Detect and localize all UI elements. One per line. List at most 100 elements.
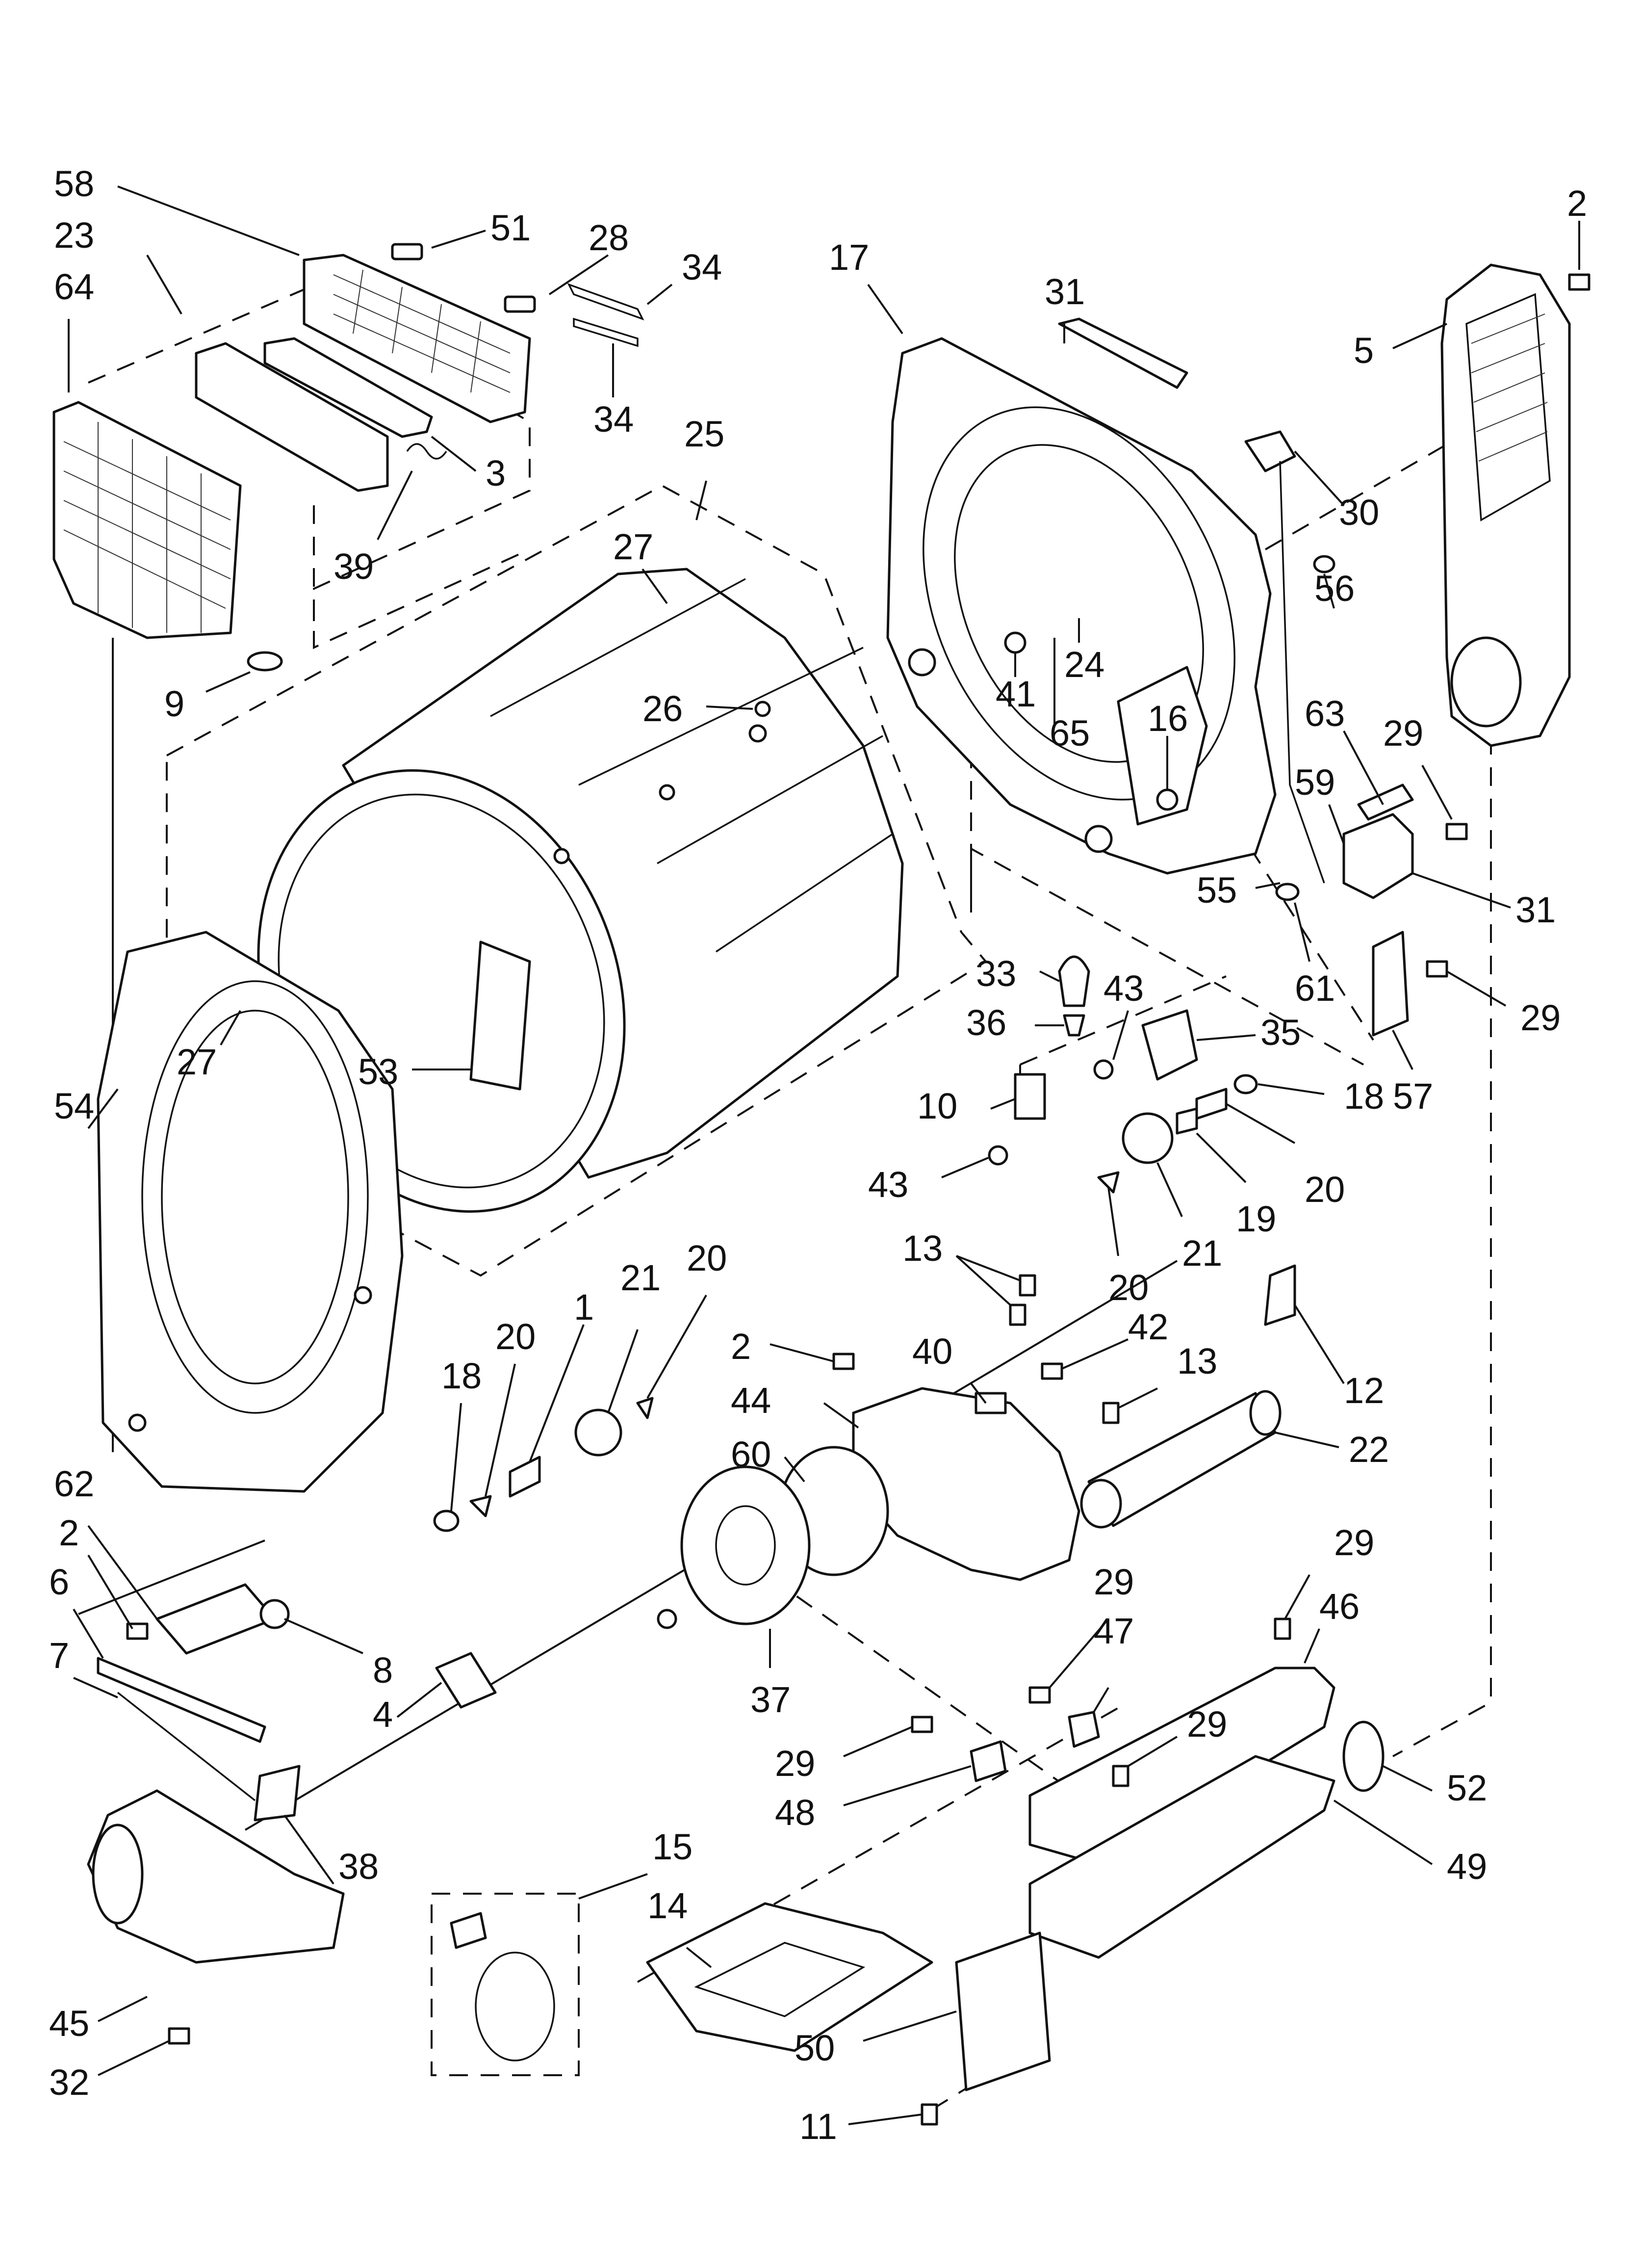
harness-4 bbox=[435, 1652, 497, 1709]
lint-screen-grille-part bbox=[303, 254, 531, 423]
screw-51 bbox=[391, 243, 423, 261]
callout-44: 44 bbox=[731, 1380, 771, 1421]
strap-6 bbox=[97, 1657, 266, 1743]
callout-11: 11 bbox=[799, 2106, 837, 2147]
bolt-16 bbox=[1156, 788, 1179, 811]
lint-screen-part bbox=[52, 401, 242, 639]
callout-29d: 29 bbox=[1094, 1562, 1134, 1602]
spring-34a bbox=[567, 283, 644, 321]
clip-47 bbox=[1068, 1711, 1100, 1748]
callout-27a: 27 bbox=[613, 526, 653, 567]
front-panel-part bbox=[97, 931, 404, 1493]
callout-58: 58 bbox=[54, 163, 94, 204]
callout-20c: 20 bbox=[687, 1238, 727, 1278]
front-bottom-parts bbox=[97, 1583, 497, 1801]
callout-2c: 2 bbox=[59, 1512, 79, 1553]
duct-leader-outline bbox=[1264, 441, 1453, 550]
bracket-50 bbox=[955, 1931, 1051, 2091]
callout-10: 10 bbox=[917, 1086, 957, 1126]
callout-61: 61 bbox=[1295, 968, 1335, 1009]
cap-33 bbox=[1058, 955, 1090, 1007]
leader-22 bbox=[1275, 1432, 1339, 1448]
leader-13a bbox=[955, 1255, 1021, 1306]
leader-25 bbox=[695, 480, 707, 521]
base-49 bbox=[1028, 1755, 1335, 1959]
callout-21a: 21 bbox=[1182, 1233, 1222, 1274]
screw-29b bbox=[1426, 960, 1448, 978]
screw-43a bbox=[1093, 1059, 1114, 1080]
screw-26 bbox=[754, 701, 771, 717]
bolt-36 bbox=[1063, 1014, 1085, 1037]
air-duct-assembly-part bbox=[87, 1765, 345, 2045]
callout-51: 51 bbox=[490, 208, 531, 248]
callout-60: 60 bbox=[731, 1434, 771, 1475]
callout-32: 32 bbox=[49, 2062, 89, 2103]
callout-52: 52 bbox=[1447, 1768, 1487, 1808]
callout-31b: 31 bbox=[1515, 889, 1556, 930]
blower-housing-44 bbox=[852, 1387, 1080, 1581]
leader-62 bbox=[87, 1525, 158, 1620]
callout-18a: 18 bbox=[1344, 1076, 1384, 1117]
leader-47 bbox=[1093, 1687, 1109, 1713]
leader-27a bbox=[641, 568, 668, 604]
callout-2a: 2 bbox=[1567, 183, 1587, 224]
rear-bulkhead-part bbox=[886, 337, 1277, 875]
clip-40 bbox=[975, 1392, 1007, 1414]
leader-6 bbox=[73, 1608, 104, 1659]
callout-59: 59 bbox=[1295, 762, 1335, 803]
callout-63: 63 bbox=[1305, 693, 1345, 734]
leader-43b bbox=[941, 1157, 989, 1178]
leader-9 bbox=[205, 671, 251, 693]
callout-15: 15 bbox=[652, 1826, 693, 1867]
leader-54 bbox=[87, 1088, 119, 1129]
callout-13b: 13 bbox=[1177, 1341, 1217, 1382]
screw-29c bbox=[1274, 1617, 1291, 1640]
right-vertical-outline bbox=[1392, 736, 1492, 1757]
washer-18a bbox=[1233, 1074, 1258, 1095]
leader-29e bbox=[1127, 1736, 1178, 1767]
callout-54: 54 bbox=[54, 1086, 94, 1126]
leader-33 bbox=[1039, 970, 1060, 982]
callout-39: 39 bbox=[334, 546, 374, 587]
screw-13c bbox=[1009, 1303, 1026, 1326]
callout-5: 5 bbox=[1354, 330, 1374, 371]
callout-18b: 18 bbox=[441, 1356, 482, 1396]
blower-leader-outline bbox=[744, 1559, 1080, 1797]
bolt-41 bbox=[1004, 631, 1026, 654]
roller-21b bbox=[574, 1408, 622, 1457]
callout-46: 46 bbox=[1319, 1586, 1360, 1627]
blower-wheel-37 bbox=[680, 1465, 811, 1625]
callout-29b: 29 bbox=[1520, 997, 1561, 1038]
screw-29f bbox=[911, 1716, 933, 1733]
callout-50: 50 bbox=[795, 2028, 835, 2068]
leader-23 bbox=[146, 254, 182, 315]
leader-29c bbox=[1284, 1574, 1310, 1619]
callout-8: 8 bbox=[373, 1650, 393, 1691]
callout-42: 42 bbox=[1128, 1306, 1168, 1347]
leader-34a bbox=[646, 284, 673, 305]
leader-59 bbox=[1328, 804, 1345, 844]
leader-43a bbox=[1112, 1010, 1129, 1060]
leader-20c bbox=[646, 1295, 707, 1399]
spring-34b bbox=[573, 317, 639, 347]
idler-35 bbox=[1141, 1009, 1198, 1081]
leader-38 bbox=[283, 1814, 334, 1885]
callout-19: 19 bbox=[1236, 1199, 1276, 1239]
clip-20d bbox=[636, 1397, 654, 1419]
callout-22: 22 bbox=[1349, 1429, 1389, 1470]
leader-29f bbox=[843, 1726, 913, 1757]
leader-45 bbox=[98, 1996, 148, 2022]
screw-2a bbox=[1568, 273, 1591, 291]
callout-20b: 20 bbox=[1108, 1267, 1149, 1308]
heater-shield-part bbox=[911, 1617, 1385, 2126]
idler-pulley-assembly-part bbox=[988, 955, 1198, 1166]
small-hardware-top bbox=[247, 243, 644, 672]
leader-10 bbox=[990, 1098, 1016, 1110]
callout-34a: 34 bbox=[682, 247, 722, 287]
leader-18a bbox=[1257, 1083, 1325, 1095]
screw-32 bbox=[168, 2027, 190, 2045]
callout-35: 35 bbox=[1260, 1012, 1301, 1053]
callout-43a: 43 bbox=[1103, 968, 1144, 1009]
callout-7: 7 bbox=[49, 1635, 69, 1676]
leader-28 bbox=[548, 254, 609, 295]
